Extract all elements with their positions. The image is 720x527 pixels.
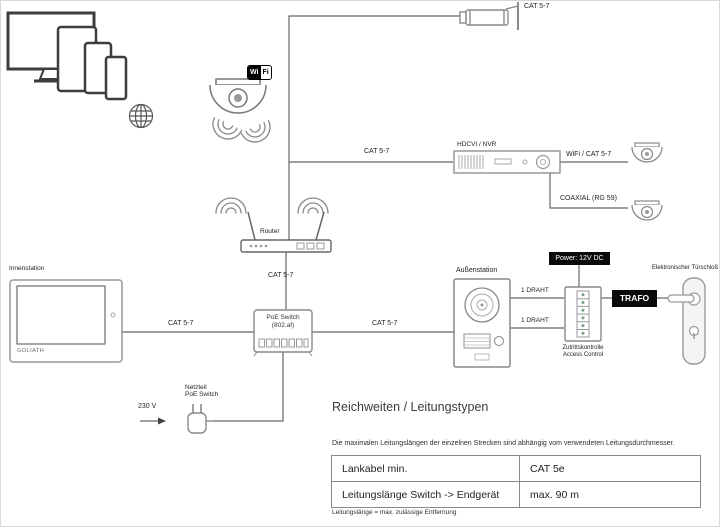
cable-label-router-nvr: CAT 5-7 (364, 148, 390, 155)
table-cell-value: CAT 5e (530, 462, 565, 475)
section-description: Die maximalen Leitungslängen der einzeln… (332, 440, 675, 447)
wifi-logo-badge: Wi Fi (247, 65, 272, 80)
door-lock-label: Elektronischer Türschloß (651, 265, 719, 271)
line-nvr-coax-cam (549, 173, 628, 209)
cable-label-switch-aussen: CAT 5-7 (372, 320, 398, 327)
innenstation-label: Innenstation (9, 265, 45, 272)
cable-label-innen-switch: CAT 5-7 (168, 320, 194, 327)
cable-label-router-camera: CAT 5-7 (524, 3, 550, 10)
innenstation-monitor (9, 279, 123, 363)
router-label: Router (260, 228, 280, 235)
line-router-camera (288, 15, 462, 240)
innenstation-brand: GOLIATH (17, 348, 45, 354)
aussenstation-label: Außenstation (456, 267, 498, 274)
wifi-waves-icon (212, 117, 329, 214)
cable-label-draht-bottom: 1 DRAHT (521, 317, 549, 324)
globe-icon (127, 102, 155, 130)
poe-switch-name: PoE Switch (266, 314, 300, 321)
power-12v-box: Power: 12V DC (549, 252, 610, 265)
dome-camera-wifi (628, 142, 666, 170)
netzteil-label: Netzteil PoE Switch (185, 384, 219, 399)
spec-table: Lankabel min. CAT 5e Leitungslänge Switc… (331, 455, 701, 508)
client-devices-illustration (6, 11, 131, 106)
router (239, 207, 333, 253)
nvr-label: HDCVI / NVR (457, 141, 497, 148)
switch-ports-icon (258, 338, 309, 348)
cable-label-draht-top: 1 DRAHT (521, 287, 549, 294)
aussenstation-intercom (453, 278, 511, 368)
netzteil-plug (181, 399, 217, 443)
table-cell-label: Leitungslänge Switch -> Endgerät (332, 482, 520, 507)
table-row: Leitungslänge Switch -> Endgerät max. 90… (332, 481, 700, 507)
phone-small-icon (104, 55, 128, 101)
poe-switch (253, 309, 313, 357)
table-cell-label: Lankabel min. (332, 456, 520, 481)
door-handle-icon (667, 294, 695, 303)
wifi-logo-wi: Wi (248, 66, 261, 79)
intercom-speaker-icon (464, 287, 500, 323)
dome-camera-coax (628, 200, 666, 228)
camera-lens-icon (234, 94, 242, 102)
access-control-label: Zutrittskontrolle Access Control (562, 345, 604, 358)
router-antennas-icon (247, 211, 325, 241)
mains-voltage-label: 230 V (138, 403, 157, 410)
section-title: Reichweiten / Leitungstypen (332, 400, 489, 414)
table-row: Lankabel min. CAT 5e (332, 456, 700, 481)
wifi-logo-fi: Fi (260, 66, 271, 79)
trafo-box: TRAFO (612, 290, 657, 307)
terminal-strip-icon (576, 290, 590, 338)
cable-label-router-switch: CAT 5-7 (268, 272, 294, 279)
nvr-recorder (453, 150, 561, 175)
poe-switch-standard: (802.af) (271, 321, 295, 329)
door-lock (667, 275, 715, 367)
wifi-dome-camera (203, 77, 273, 127)
table-cell-value: max. 90 m (530, 488, 580, 501)
line-switch-netzteil (214, 352, 284, 422)
access-control-module (564, 286, 602, 342)
cable-label-nvr-wifi-cam: WiFi / CAT 5-7 (566, 151, 612, 158)
intercom-button-icon (493, 335, 505, 347)
mains-arrowhead-icon (158, 417, 166, 425)
bullet-camera (456, 1, 524, 33)
section-footnote: Leitungslänge = max. zulässige Entfernun… (332, 509, 457, 516)
poe-switch-label: PoE Switch (802.af) (253, 314, 313, 329)
cable-label-nvr-coax-cam: COAXIAL (RG 59) (560, 195, 617, 202)
